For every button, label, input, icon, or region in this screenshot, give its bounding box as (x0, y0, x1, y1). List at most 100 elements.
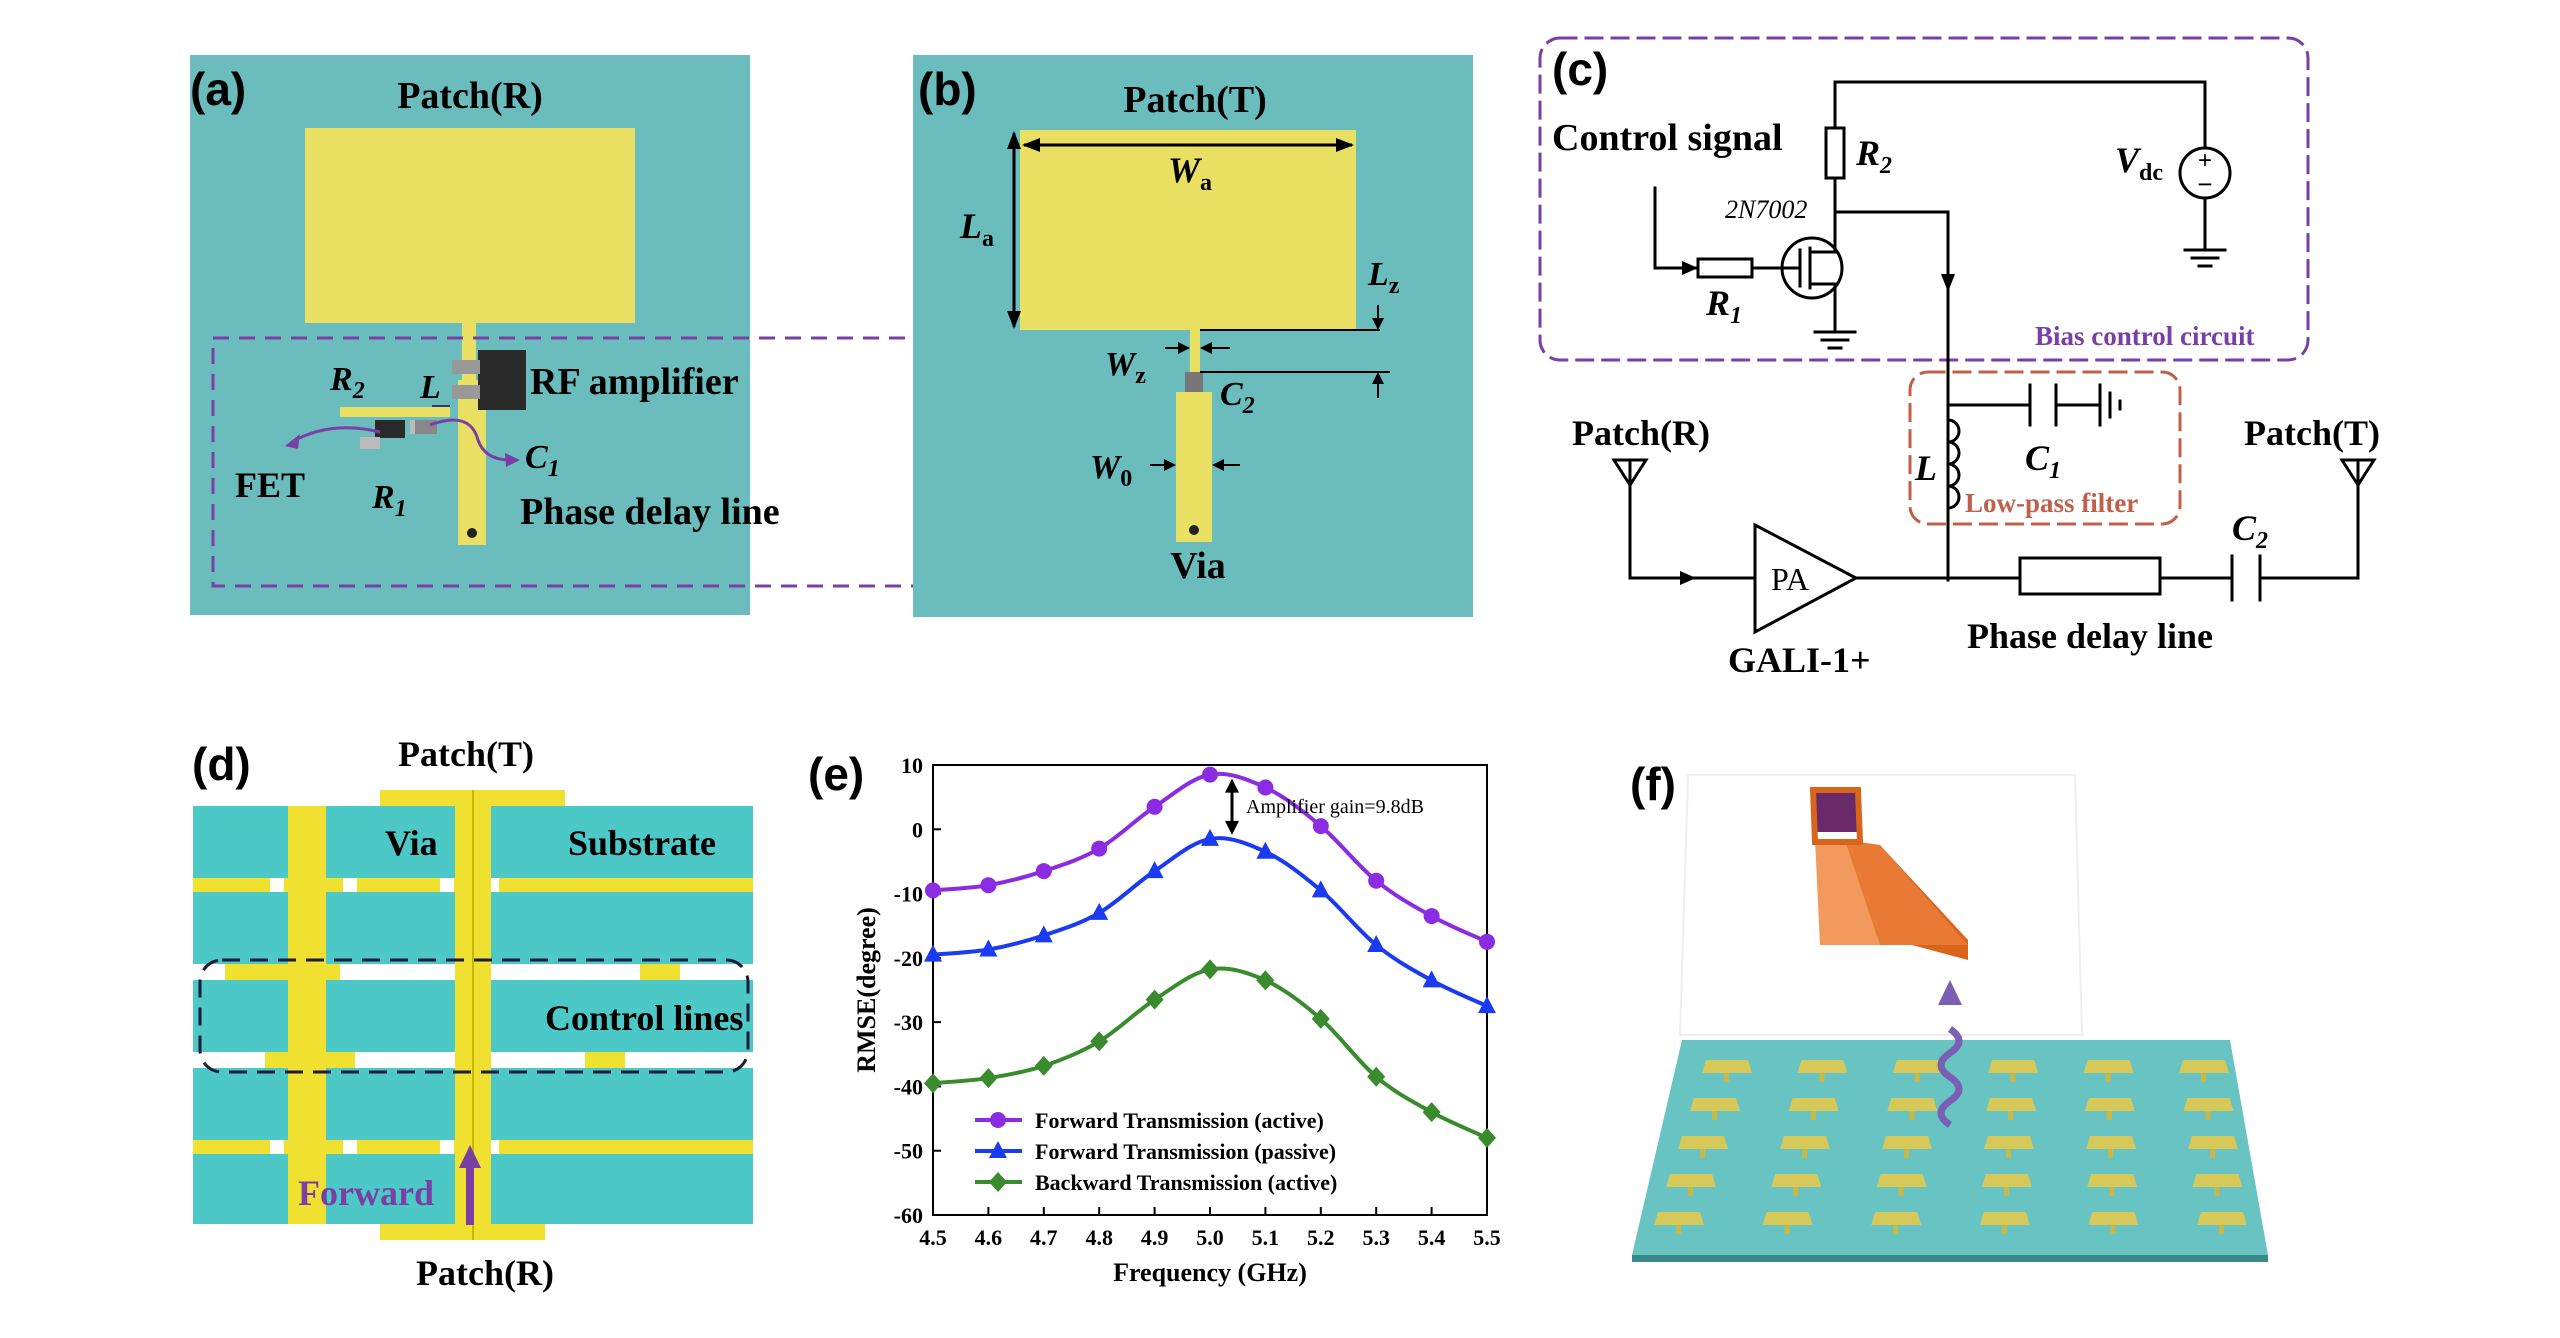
unit-cell (1984, 1136, 2034, 1149)
capacitor-c2-b (1185, 372, 1203, 394)
y-tick-label: 0 (912, 817, 923, 842)
data-point (1090, 902, 1109, 920)
amp-pin (452, 360, 480, 374)
resistor-r1-symbol (1696, 257, 1754, 279)
label-patch-r-c: Patch(R) (1572, 413, 1710, 453)
unit-cell (1654, 1212, 1704, 1225)
unit-cell (2179, 1060, 2229, 1073)
unit-cell-feed (1909, 1111, 1915, 1120)
scene-background-plane (1678, 774, 2084, 1036)
label-fet: FET (235, 465, 305, 505)
data-point (1367, 1066, 1386, 1087)
ground-icon (2098, 383, 2122, 427)
unit-cell-feed (1793, 1187, 1799, 1196)
label-vdc: Vdc (2115, 140, 2163, 186)
low-pass-filter-box (1908, 370, 2182, 526)
unit-cell (1871, 1212, 1922, 1225)
label-patch-t-c: Patch(T) (2244, 413, 2380, 453)
x-tick-label: 5.4 (1418, 1225, 1446, 1250)
x-axis-label: Frequency (GHz) (1113, 1258, 1307, 1287)
x-tick-label: 5.5 (1473, 1225, 1501, 1250)
legend-label: Forward Transmission (passive) (1035, 1139, 1336, 1164)
label-c1-c: C1 (2025, 438, 2061, 484)
unit-cell-feed (1724, 1073, 1729, 1082)
unit-cell (1690, 1098, 1740, 1111)
w0-arrow-left-head (1164, 459, 1176, 471)
data-point (1145, 861, 1164, 879)
unit-cell-feed (1784, 1225, 1790, 1234)
y-tick-label: -10 (894, 882, 923, 907)
ground-plane-gap (270, 1140, 284, 1154)
data-point (1478, 996, 1496, 1014)
data-point (1311, 880, 1330, 898)
x-tick-label: 4.9 (1141, 1225, 1169, 1250)
feed-line-b (1190, 330, 1200, 380)
data-point (1311, 1008, 1330, 1029)
data-point (1201, 828, 1219, 846)
unit-cell (1876, 1174, 1927, 1187)
unit-cell-feed (1914, 1073, 1920, 1082)
data-point (1368, 872, 1385, 889)
unit-cell-feed (2210, 1149, 2215, 1158)
unit-cell (1882, 1136, 1932, 1149)
label-wz: Wz (1105, 346, 1146, 389)
unit-cell (2183, 1098, 2234, 1111)
data-point (1202, 766, 1218, 783)
unit-cell-feed (1904, 1149, 1909, 1158)
unit-cell-feed (1700, 1149, 1705, 1158)
horn-antenna-waveguide (1809, 787, 1864, 845)
data-point (1312, 818, 1329, 835)
panel-c-label: (c) (1552, 43, 1608, 95)
unit-cell-feed (2106, 1111, 2112, 1120)
via-b (1189, 525, 1199, 535)
unit-cell (1702, 1060, 1752, 1073)
x-tick-label: 5.3 (1362, 1225, 1390, 1250)
legend-marker (989, 1141, 1007, 1158)
metasurface-board (1632, 1040, 2268, 1255)
bias-control-label: Bias control circuit (2035, 321, 2254, 351)
panel-a: (a) Patch(R) R2 L RF amplifier FET C1 R1… (190, 55, 1423, 615)
label-patch-r-d: Patch(R) (416, 1253, 554, 1293)
wa-arrow-right (1336, 138, 1354, 152)
horn-antenna-front (1815, 840, 1880, 945)
wa-arrow-left (1022, 138, 1040, 152)
data-point (1257, 779, 1274, 796)
legend-label: Backward Transmission (active) (1035, 1170, 1337, 1195)
unit-cell-feed (1893, 1225, 1899, 1234)
data-point (1256, 841, 1275, 859)
patch-r-metal (305, 128, 635, 323)
antenna-icon (1611, 458, 1649, 488)
label-via-d: Via (385, 823, 438, 863)
data-point (1035, 863, 1052, 880)
panel-d: (d) Patch(T) Via Substrate Control (192, 734, 753, 1293)
data-point (1091, 840, 1108, 857)
y-tick-label: -20 (894, 946, 923, 971)
panel-c: (c) Bias control circuit Control signal … (1538, 36, 2380, 680)
vdc-plus: + (2198, 147, 2212, 174)
unit-cell (1780, 1136, 1830, 1149)
wave-arrow-head (1938, 980, 1962, 1005)
fet-chip (375, 420, 405, 438)
label-c1-a: C1 (525, 439, 560, 482)
label-forward: Forward (298, 1173, 434, 1213)
x-tick-label: 4.8 (1085, 1225, 1113, 1250)
data-point (1034, 925, 1053, 943)
gali-label: GALI-1+ (1728, 640, 1871, 680)
ground-plane-gap (440, 1140, 454, 1154)
data-point (1034, 1055, 1053, 1076)
label-substrate: Substrate (568, 823, 716, 863)
vdc-minus: − (2197, 169, 2212, 199)
unit-cell (1986, 1098, 2037, 1111)
data-point (1422, 970, 1441, 988)
unit-cell (1892, 1060, 1943, 1073)
x-tick-label: 4.7 (1030, 1225, 1058, 1250)
unit-cell (1678, 1136, 1728, 1149)
via-column (288, 806, 326, 1224)
panel-f-label: (f) (1630, 758, 1676, 810)
wz-arrow-left-head (1178, 342, 1190, 354)
resistor-r2-symbol (1824, 126, 1846, 180)
unit-cell-feed (2108, 1149, 2113, 1158)
data-point (1145, 989, 1164, 1010)
low-pass-filter-label: Low-pass filter (1965, 488, 2138, 518)
data-point (1201, 959, 1219, 980)
